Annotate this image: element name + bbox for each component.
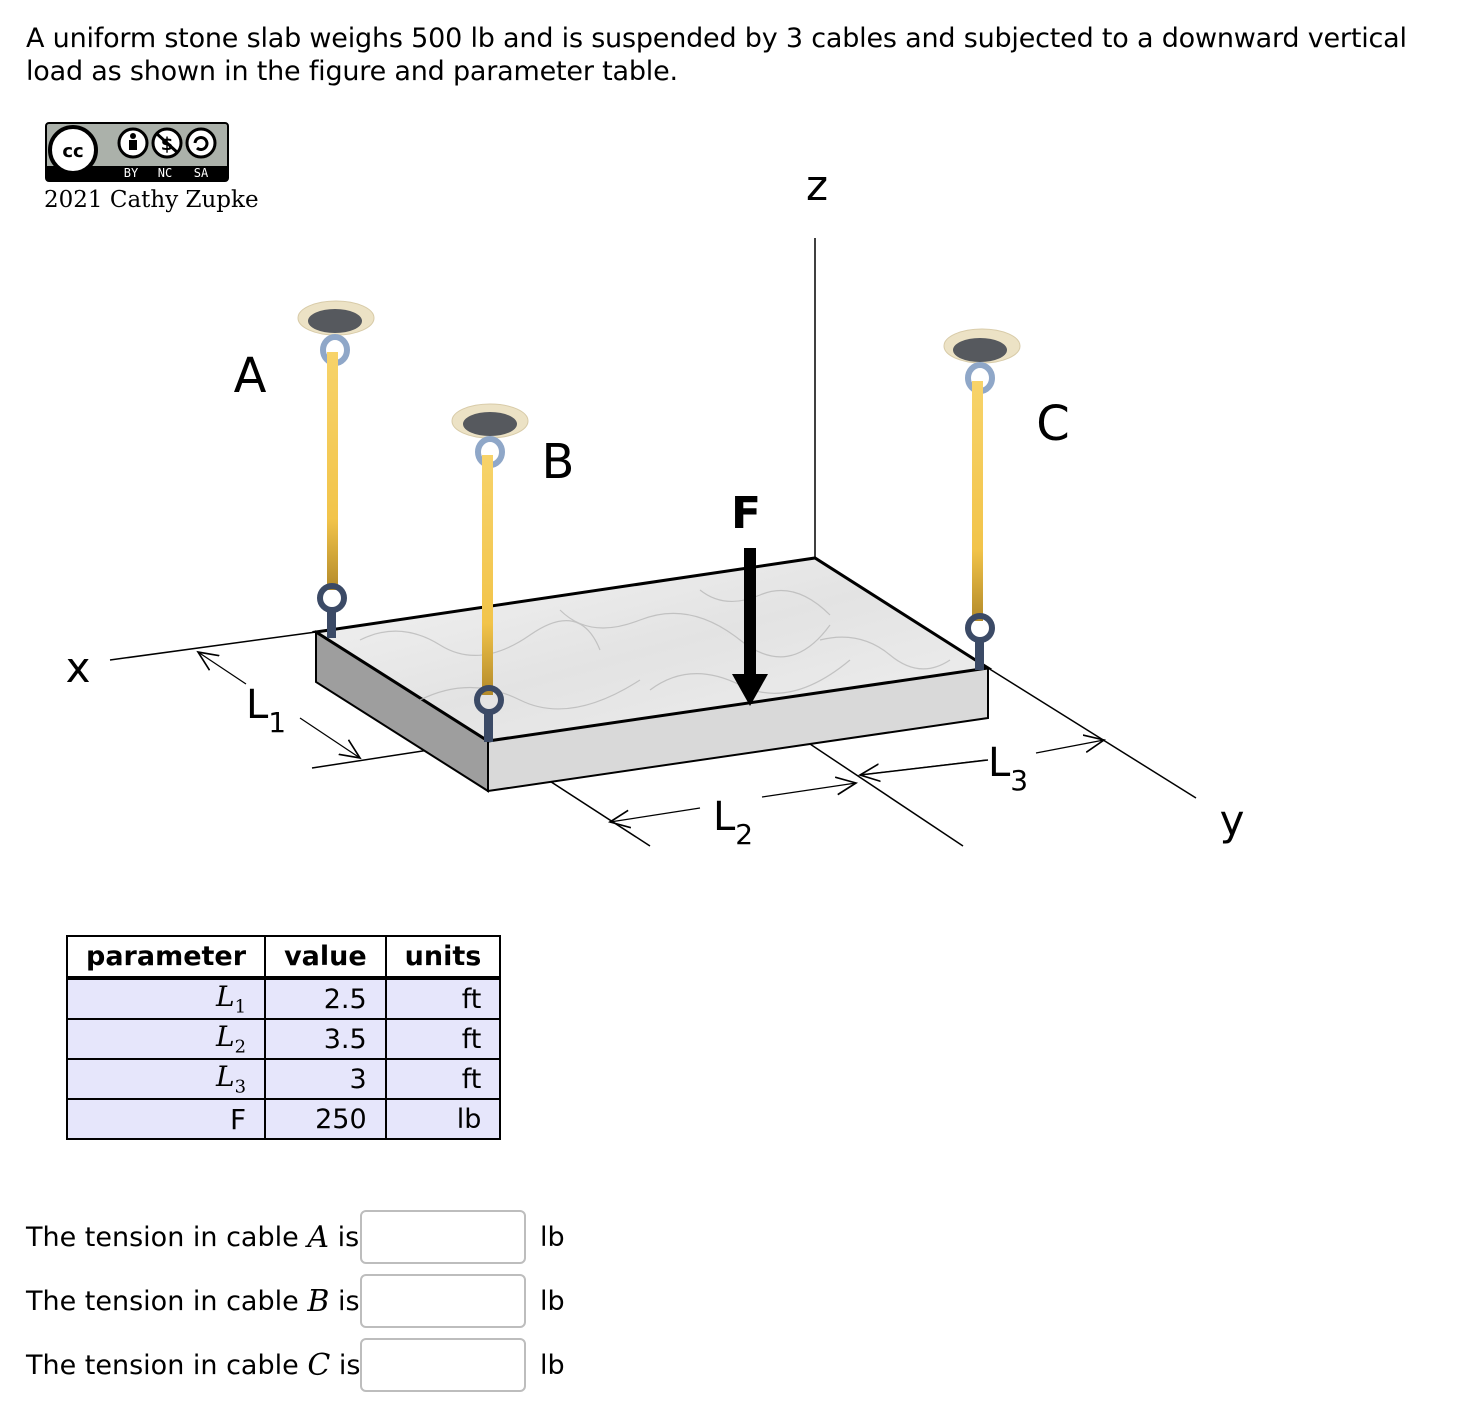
y-axis (987, 667, 1197, 799)
x-axis (109, 631, 317, 661)
dim-l1-line (299, 717, 360, 758)
param-l1: L1 (216, 980, 247, 1018)
table-row: L1 2.5 ft (65, 977, 502, 1020)
cc-icon (48, 125, 98, 175)
answer-suffix: is (330, 1349, 361, 1381)
cc-license-badge: cc $ BY NC SA (45, 122, 229, 182)
answer-prefix: The tension in cable (26, 1349, 308, 1381)
axis-label-y: y (1220, 796, 1245, 845)
param-value: 3 (264, 1058, 387, 1100)
table-header-units: units (384, 935, 502, 980)
answer-var: B (307, 1283, 330, 1319)
cable-b (451, 403, 529, 742)
param-unit: ft (384, 977, 502, 1020)
answer-prefix: The tension in cable (26, 1221, 308, 1253)
slab-figure: z x y A B C F L1 L2 L3 (66, 161, 1245, 851)
param-unit: lb (384, 1098, 502, 1140)
param-l2: L2 (216, 1020, 247, 1058)
sa-label: SA (194, 166, 209, 180)
dim-l2-line (610, 807, 701, 822)
dim-l3-sub: 3 (1010, 764, 1028, 797)
table-header-value: value (264, 935, 387, 980)
answer-var: A (307, 1219, 329, 1255)
param-l3: L3 (216, 1060, 247, 1098)
axis-label-z: z (806, 161, 828, 210)
param-unit: ft (384, 1018, 502, 1060)
by-label: BY (124, 166, 139, 180)
point-label-b: B (542, 434, 575, 490)
table-header-parameter: parameter (65, 935, 267, 980)
param-name: L1 (65, 977, 267, 1020)
dim-label-l3: L3 (988, 740, 1028, 797)
cc-icon-text: cc (62, 141, 83, 162)
param-value: 250 (264, 1098, 387, 1140)
nc-label: NC (158, 166, 172, 180)
param-name: L3 (65, 1058, 267, 1100)
answer-row-a: The tension in cable A is lb (26, 1209, 565, 1265)
slab-top-face (311, 556, 993, 743)
dim-l2-main: L (713, 794, 736, 840)
dim-l3-main: L (988, 740, 1011, 786)
answer-unit: lb (540, 1349, 565, 1381)
parameter-table: parameter value units L1 2.5 ft L2 3.5 f… (65, 935, 502, 1140)
cable-a (297, 300, 375, 638)
dim-l2-line (761, 783, 856, 798)
axis-label-x: x (66, 643, 91, 692)
table-row: L3 3 ft (65, 1058, 502, 1100)
dim-l3-line (860, 759, 987, 775)
answer-prefix: The tension in cable (26, 1285, 308, 1317)
sa-icon (185, 127, 217, 159)
param-name: F (65, 1098, 267, 1140)
point-label-a: A (234, 348, 267, 404)
force-label-f: F (731, 488, 761, 539)
dim-l1-line (198, 652, 247, 685)
cable-c (943, 328, 1021, 670)
answer-var: C (307, 1347, 331, 1383)
answer-unit: lb (540, 1221, 565, 1253)
param-unit: ft (384, 1058, 502, 1100)
answer-suffix: is (328, 1221, 360, 1253)
tension-c-input[interactable] (360, 1338, 526, 1392)
answer-row-c: The tension in cable C is lb (26, 1337, 565, 1393)
dim-l2-sub: 2 (735, 818, 753, 851)
tension-b-input[interactable] (360, 1274, 526, 1328)
point-label-c: C (1036, 396, 1070, 452)
tension-a-input[interactable] (360, 1210, 526, 1264)
answer-row-b: The tension in cable B is lb (26, 1273, 565, 1329)
dim-label-l1: L1 (246, 682, 286, 739)
answer-suffix: is (329, 1285, 360, 1317)
dim-label-l2: L2 (713, 794, 753, 851)
dim-l1-sub: 1 (268, 706, 286, 739)
force-arrow-f (732, 548, 768, 706)
license-author: 2021 Cathy Zupke (44, 187, 259, 213)
table-row: L2 3.5 ft (65, 1018, 502, 1060)
param-value: 2.5 (264, 977, 387, 1020)
dim-l3-line (1035, 740, 1104, 754)
table-row: F 250 lb (65, 1098, 502, 1140)
param-name: L2 (65, 1018, 267, 1060)
problem-statement: A uniform stone slab weighs 500 lb and i… (26, 23, 1407, 87)
answer-unit: lb (540, 1285, 565, 1317)
param-value: 3.5 (264, 1018, 387, 1060)
dim-l1-main: L (246, 682, 269, 728)
